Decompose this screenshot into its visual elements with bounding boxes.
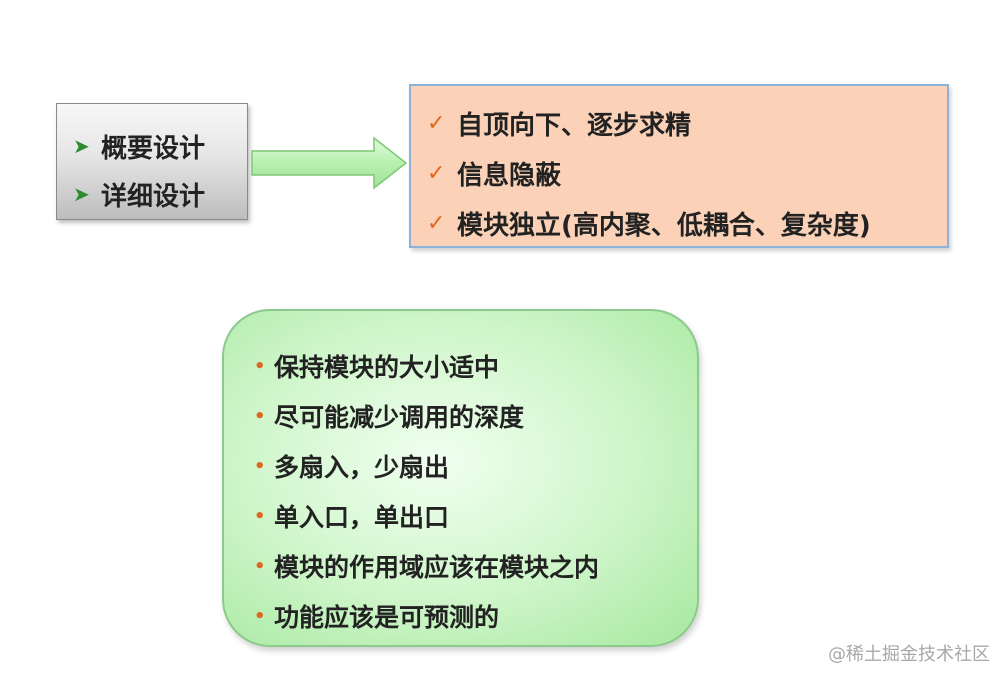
phase-item-detail-design: ➤ 详细设计 [73,170,247,218]
arrow-bullet-icon: ➤ [73,182,90,206]
bullet-icon: • [254,505,266,527]
principle-label: 模块独立(高内聚、低耦合、复杂度) [457,210,871,241]
module-rules-box: • 保持模块的大小适中 • 尽可能减少调用的深度 • 多扇入，少扇出 • 单入口… [222,309,699,647]
rule-label: 功能应该是可预测的 [274,603,500,632]
principle-item-top-down: ✓ 自顶向下、逐步求精 [427,98,947,148]
rule-label: 尽可能减少调用的深度 [274,403,525,432]
principle-label: 信息隐蔽 [457,160,562,191]
design-principles-box: ✓ 自顶向下、逐步求精 ✓ 信息隐蔽 ✓ 模块独立(高内聚、低耦合、复杂度) [409,84,949,248]
rule-label: 单入口，单出口 [274,503,450,532]
bullet-icon: • [254,605,266,627]
rule-item: • 多扇入，少扇出 [254,441,697,491]
rule-item: • 单入口，单出口 [254,491,697,541]
arrow-bullet-icon: ➤ [73,134,90,158]
rule-label: 保持模块的大小适中 [274,353,500,382]
check-icon: ✓ [427,210,446,236]
phase-label: 详细设计 [101,181,206,212]
rule-item: • 功能应该是可预测的 [254,591,697,641]
rule-item: • 保持模块的大小适中 [254,341,697,391]
rule-item: • 模块的作用域应该在模块之内 [254,541,697,591]
phase-label: 概要设计 [101,133,206,164]
bullet-icon: • [254,405,266,427]
principle-item-module-independence: ✓ 模块独立(高内聚、低耦合、复杂度) [427,198,947,248]
phase-item-outline-design: ➤ 概要设计 [73,122,247,170]
check-icon: ✓ [427,110,446,136]
bullet-icon: • [254,355,266,377]
rule-item: • 尽可能减少调用的深度 [254,391,697,441]
flow-arrow-icon [251,136,408,190]
design-phase-box: ➤ 概要设计 ➤ 详细设计 [56,103,248,220]
check-icon: ✓ [427,160,446,186]
principle-label: 自顶向下、逐步求精 [457,110,692,141]
bullet-icon: • [254,455,266,477]
rule-label: 模块的作用域应该在模块之内 [274,553,600,582]
watermark: @稀土掘金技术社区 [828,644,990,665]
bullet-icon: • [254,555,266,577]
principle-item-info-hiding: ✓ 信息隐蔽 [427,148,947,198]
rule-label: 多扇入，少扇出 [274,453,450,482]
